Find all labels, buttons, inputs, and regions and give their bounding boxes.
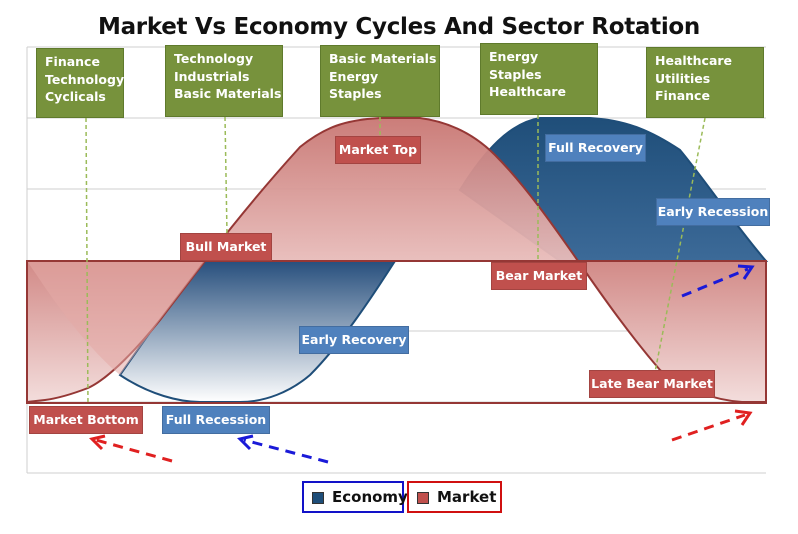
sector-line: Staples	[329, 86, 382, 101]
legend-market-swatch	[417, 492, 429, 504]
legend-economy: Economy	[302, 481, 408, 513]
sector-box-5: Healthcare Utilities Finance	[646, 47, 764, 118]
tag-early-recovery: Early Recovery	[299, 326, 409, 354]
tag-bull-market: Bull Market	[180, 233, 272, 261]
sector-box-3: Basic Materials Energy Staples	[320, 45, 440, 117]
arrow-heads	[89, 264, 755, 451]
sector-line: Utilities	[655, 70, 711, 86]
sector-line: Healthcare	[655, 53, 733, 68]
tag-bear-market: Bear Market	[491, 262, 587, 290]
sector-line: Technology	[174, 51, 254, 66]
arrow-head-early-recession	[737, 264, 755, 280]
tag-market-top: Market Top	[335, 136, 421, 164]
arrow-head-full-recession	[237, 434, 254, 451]
sector-line: Industrials	[174, 68, 250, 84]
direction-arrows	[95, 267, 749, 464]
sector-line: Healthcare	[489, 84, 567, 99]
sector-line: Basic Materials	[329, 51, 437, 66]
tag-full-recession: Full Recession	[162, 406, 270, 434]
sector-line: Energy	[489, 49, 539, 64]
tag-market-bottom: Market Bottom	[29, 406, 143, 434]
sector-line: Energy	[329, 68, 379, 84]
sector-line: Finance	[655, 88, 710, 103]
arrow-late-bear	[671, 413, 746, 442]
arrow-early-recession	[681, 267, 749, 298]
legend-market-label: Market	[437, 488, 497, 506]
tag-late-bear-market: Late Bear Market	[589, 370, 715, 398]
economy-trough-area	[118, 260, 397, 403]
legend-economy-label: Economy	[332, 488, 408, 506]
market-crest-area	[202, 117, 580, 262]
market-early-decline-area	[27, 261, 205, 375]
sector-line: Finance	[45, 54, 100, 69]
tag-early-recession: Early Recession	[656, 198, 770, 226]
sector-line: Cyclicals	[45, 89, 106, 104]
legend-economy-swatch	[312, 492, 324, 504]
sector-box-2: Technology Industrials Basic Materials	[165, 45, 283, 117]
sector-line: Staples	[489, 66, 542, 82]
tag-full-recovery: Full Recovery	[545, 134, 646, 162]
sector-line: Basic Materials	[174, 86, 282, 101]
arrow-market-bottom	[95, 438, 173, 463]
diagram-title: Market Vs Economy Cycles And Sector Rota…	[98, 14, 700, 40]
sector-connectors	[85, 115, 706, 406]
sector-box-1: Finance Technology Cyclicals	[36, 48, 124, 118]
arrow-full-recession	[243, 438, 329, 464]
sector-line: Technology	[45, 71, 125, 87]
sector-box-4: Energy Staples Healthcare	[480, 43, 598, 115]
arrow-head-late-bear	[734, 409, 753, 426]
arrow-head-market-bottom	[89, 434, 106, 451]
legend-market: Market	[407, 481, 502, 513]
